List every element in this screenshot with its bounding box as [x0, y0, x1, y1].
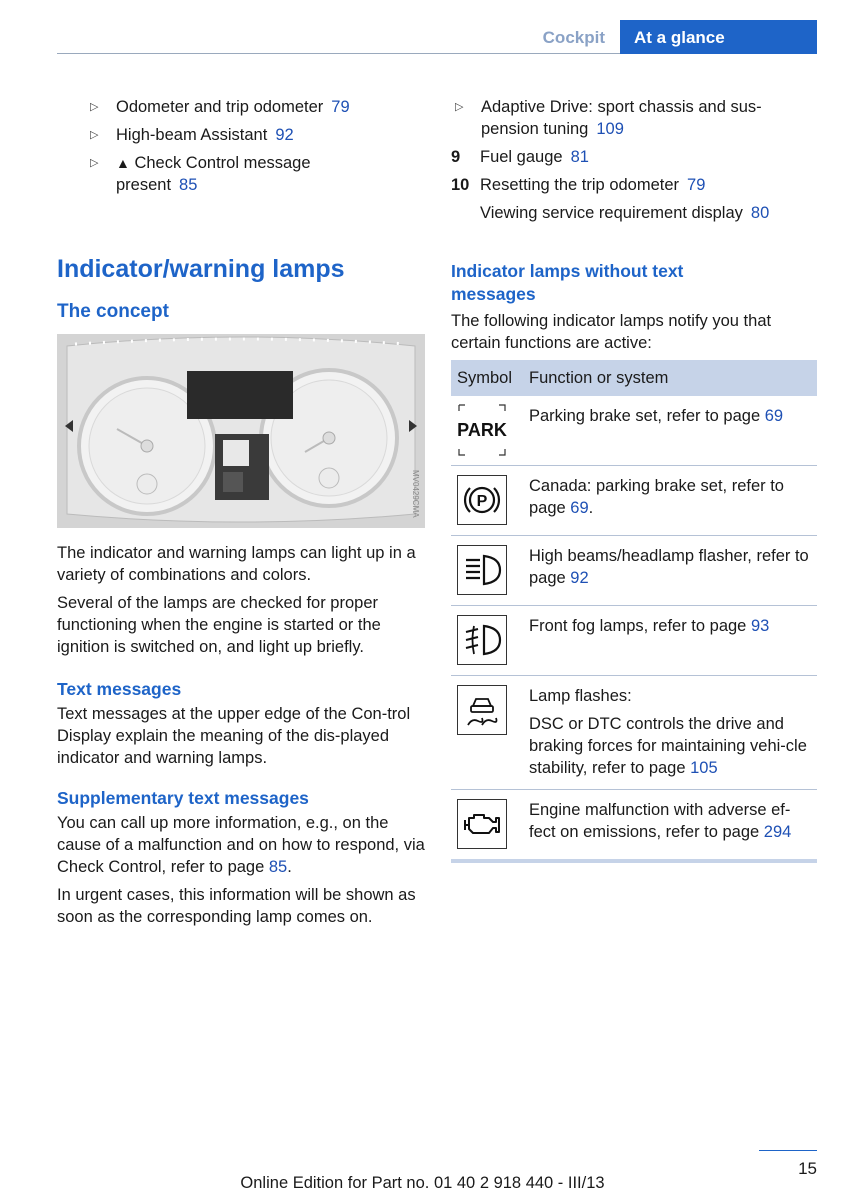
table-row: P Canada: parking brake set, refer to pa… [451, 465, 817, 536]
supplementary-paragraph-1: You can call up more information, e.g., … [57, 814, 425, 876]
page-link[interactable]: 93 [750, 617, 770, 635]
table-row: PARK Parking brake set, refer to page 69 [451, 396, 817, 466]
page-link[interactable]: 105 [690, 759, 718, 777]
text-messages-title: Text messages [57, 679, 182, 699]
concept-paragraph-1: The indicator and warning lamps can ligh… [57, 544, 416, 584]
concept-paragraph-2: Several of the lamps are checked for pro… [57, 594, 381, 656]
supplementary-paragraph-2: In urgent cases, this information will b… [57, 886, 416, 926]
page-link[interactable]: 92 [275, 126, 294, 144]
concept-title: The concept [57, 301, 169, 322]
page-link[interactable]: 109 [596, 120, 624, 138]
triangle-bullet-icon: ▷ [455, 101, 464, 113]
table-row: Lamp flashes: DSC or DTC controls the dr… [451, 675, 817, 790]
page-link[interactable]: 92 [570, 569, 589, 587]
page-link[interactable]: 79 [687, 176, 706, 194]
page-header: Cockpit At a glance [57, 20, 817, 54]
warning-triangle-icon: ▲ [116, 155, 130, 171]
table-row: High beams/headlamp flasher, refer to pa… [451, 535, 817, 606]
section-title: Indicator/warning lamps [57, 255, 345, 283]
header-section: Cockpit [542, 28, 605, 47]
page-link[interactable]: 80 [750, 204, 770, 222]
parking-brake-circle-icon: P [457, 475, 507, 525]
svg-text:PARK: PARK [457, 420, 507, 440]
engine-malfunction-icon [457, 799, 507, 849]
lamps-intro: The following indicator lamps notify you… [451, 312, 772, 352]
page-link[interactable]: 69 [764, 407, 784, 425]
supplementary-title: Supplementary text messages [57, 788, 309, 808]
image-code: MV0429CMA [411, 470, 420, 518]
triangle-bullet-icon: ▷ [90, 129, 99, 141]
page-link[interactable]: 79 [331, 98, 350, 116]
high-beam-icon [457, 545, 507, 595]
table-row: Engine malfunction with adverse ef-fect … [451, 789, 817, 863]
list-item: ▷ Adaptive Drive: sport chassis and sus-… [455, 98, 762, 138]
page-number: 15 [759, 1150, 817, 1179]
page-link[interactable]: 85 [268, 858, 288, 876]
park-icon: PARK [457, 404, 507, 456]
right-column: ▷ Adaptive Drive: sport chassis and sus-… [451, 96, 817, 863]
page-link[interactable]: 85 [179, 176, 198, 194]
dsc-skid-car-icon [457, 685, 507, 735]
table-row: Front fog lamps, refer to page 93 [451, 605, 817, 676]
text-messages-paragraph: Text messages at the upper edge of the C… [57, 705, 411, 767]
indicator-lamps-table: Symbol Function or system PARK Parking b… [451, 360, 817, 863]
header-active-tab: At a glance [620, 20, 817, 54]
front-fog-lamp-icon [457, 615, 507, 665]
table-header-row: Symbol Function or system [451, 360, 817, 396]
page-link[interactable]: 69 [570, 499, 589, 517]
footer-edition: Online Edition for Part no. 01 40 2 918 … [240, 1174, 605, 1192]
page-link[interactable]: 81 [570, 148, 589, 166]
triangle-bullet-icon: ▷ [90, 101, 99, 113]
svg-text:P: P [477, 493, 488, 510]
col-function: Function or system [523, 360, 817, 396]
triangle-bullet-icon: ▷ [90, 157, 99, 169]
instrument-cluster-image [57, 334, 425, 528]
page-link[interactable]: 294 [763, 823, 792, 841]
col-symbol: Symbol [451, 360, 523, 396]
